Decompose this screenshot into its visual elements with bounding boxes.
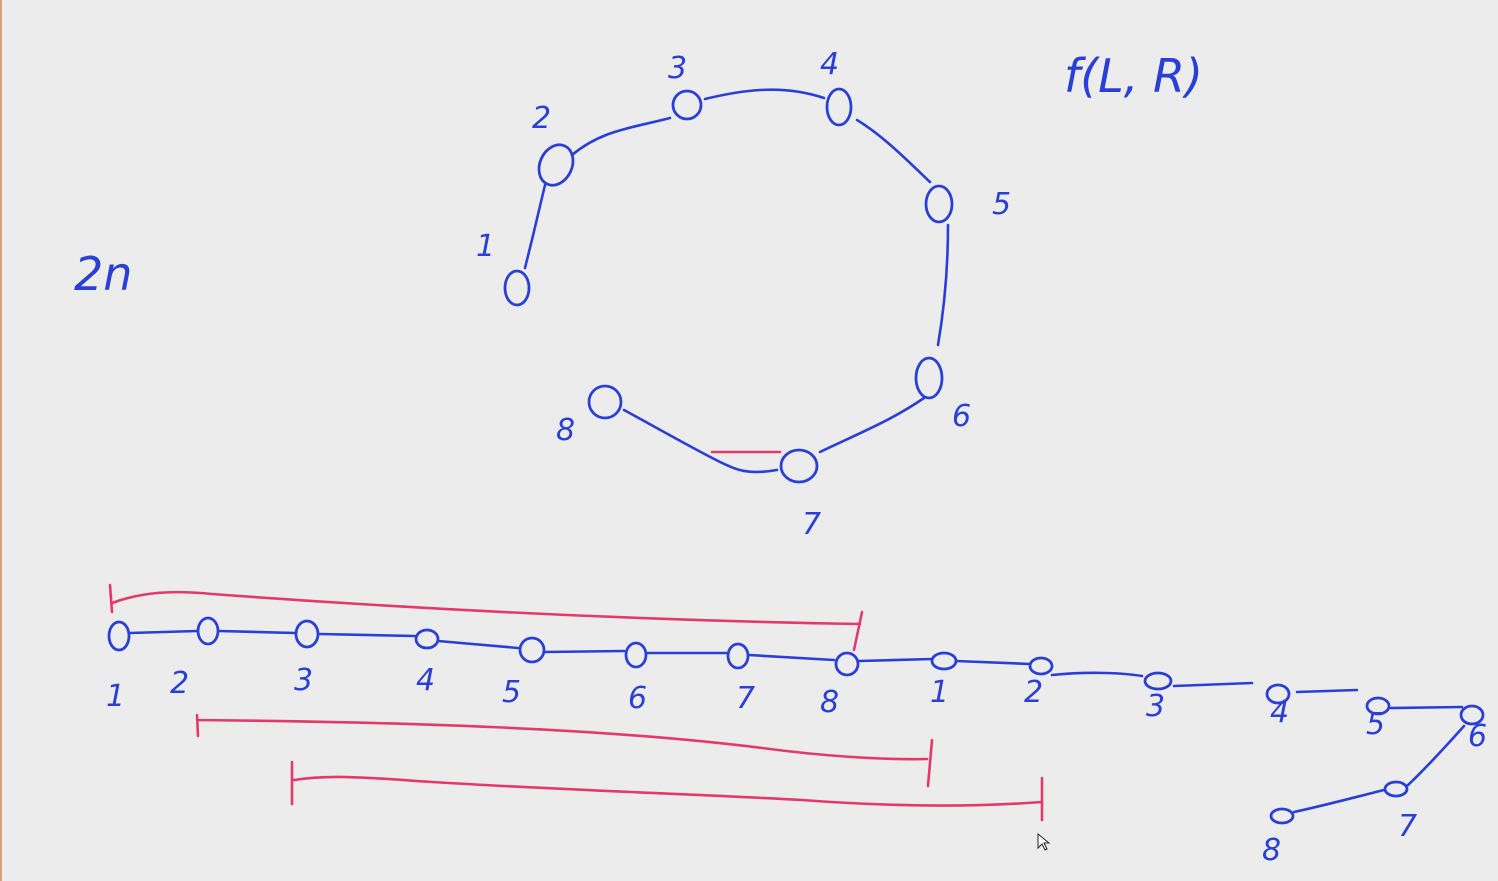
chain-label: 7 bbox=[1398, 809, 1417, 844]
ring-edge-2-3 bbox=[570, 116, 672, 157]
chain-label: 5 bbox=[502, 675, 521, 710]
note-2n: 2n bbox=[74, 247, 132, 301]
chain-label: 6 bbox=[628, 681, 647, 716]
ring-label: 8 bbox=[556, 413, 575, 448]
ring-edge-3-4 bbox=[703, 88, 826, 101]
ring-edge-4-5 bbox=[855, 118, 932, 184]
chain-edge bbox=[318, 632, 417, 638]
window-bracket-3 bbox=[290, 760, 1044, 822]
chain-node-7 bbox=[726, 642, 750, 670]
chain-edge bbox=[436, 639, 520, 650]
ring-node-1 bbox=[503, 269, 531, 307]
chain-edge bbox=[954, 659, 1032, 666]
chain-edges bbox=[128, 629, 1466, 814]
ring-label: 5 bbox=[992, 187, 1011, 222]
ring-node-2 bbox=[537, 143, 575, 187]
ring-label: 7 bbox=[802, 507, 821, 542]
ring-node-8 bbox=[587, 384, 623, 420]
chain-label: 8 bbox=[1262, 833, 1281, 868]
ring-edge-7-8 bbox=[622, 408, 779, 474]
note-formula: f(L, R) bbox=[1064, 49, 1203, 103]
ring-node-7 bbox=[779, 448, 819, 484]
chain-node-16 bbox=[1269, 807, 1295, 825]
chain-node-14 bbox=[1459, 704, 1485, 726]
ring-label: 6 bbox=[952, 399, 971, 434]
ring-labels: 1 2 3 4 5 6 7 8 bbox=[476, 47, 1011, 542]
chain-label: 8 bbox=[820, 685, 839, 720]
ring-node-6 bbox=[914, 356, 944, 400]
chain-label: 4 bbox=[1270, 695, 1289, 730]
chain-node-8 bbox=[834, 651, 860, 677]
chain-node-6 bbox=[624, 641, 648, 669]
chain-edge bbox=[128, 629, 199, 635]
chain-label: 4 bbox=[416, 663, 435, 698]
chain-labels: 1 2 3 4 5 6 7 8 1 2 3 4 5 6 7 8 bbox=[106, 663, 1487, 868]
chain-node-13 bbox=[1365, 696, 1391, 716]
chain-node-4 bbox=[414, 628, 440, 650]
chain-node-15 bbox=[1383, 780, 1409, 798]
chain-node-12 bbox=[1265, 683, 1291, 705]
mouse-cursor-icon bbox=[1037, 832, 1051, 851]
chain-node-9 bbox=[930, 651, 958, 671]
ring-edge-1-2 bbox=[523, 183, 547, 270]
ring-label: 3 bbox=[668, 51, 687, 86]
chain-node-10 bbox=[1028, 656, 1054, 676]
chain-edge bbox=[1388, 705, 1464, 710]
ring-node-5 bbox=[924, 184, 954, 224]
chain-node-2 bbox=[196, 616, 220, 646]
chain-edge bbox=[1172, 681, 1254, 688]
ring-nodes bbox=[503, 87, 954, 484]
chain-label: 3 bbox=[1146, 689, 1165, 724]
chain-edge bbox=[217, 629, 297, 635]
chain-edge bbox=[1405, 724, 1466, 788]
chain-node-3 bbox=[294, 619, 320, 649]
chain-label: 6 bbox=[1468, 719, 1487, 754]
ring-node-4 bbox=[825, 87, 853, 127]
chain-edge bbox=[1295, 688, 1359, 694]
window-brackets bbox=[108, 583, 1044, 822]
ring-edge-5-6 bbox=[936, 223, 950, 347]
ring-label: 4 bbox=[820, 47, 839, 82]
chain-label: 7 bbox=[736, 681, 755, 716]
chain-label: 2 bbox=[1024, 675, 1043, 710]
chain-label: 2 bbox=[170, 666, 189, 701]
chain-label: 3 bbox=[294, 663, 313, 698]
chain-node-1 bbox=[107, 620, 131, 652]
window-bracket-1 bbox=[108, 583, 864, 652]
ring-edge-6-7 bbox=[818, 396, 926, 454]
ring-edges bbox=[523, 88, 950, 474]
ring-label: 2 bbox=[532, 101, 551, 136]
chain-label: 1 bbox=[930, 675, 949, 710]
chain-edge bbox=[747, 653, 836, 662]
chain-node-5 bbox=[518, 636, 546, 664]
chain-label: 1 bbox=[106, 679, 125, 714]
ring-label: 1 bbox=[476, 229, 495, 264]
chain-label: 5 bbox=[1366, 707, 1385, 742]
chain-node-11 bbox=[1143, 671, 1173, 691]
window-bracket-2 bbox=[195, 713, 934, 788]
chain-edge bbox=[857, 657, 934, 663]
chain-edge bbox=[1050, 671, 1144, 678]
chain-nodes bbox=[107, 616, 1485, 825]
chain-edge bbox=[543, 649, 626, 654]
ring-node-3 bbox=[671, 89, 703, 121]
chain-edge bbox=[1292, 788, 1386, 814]
